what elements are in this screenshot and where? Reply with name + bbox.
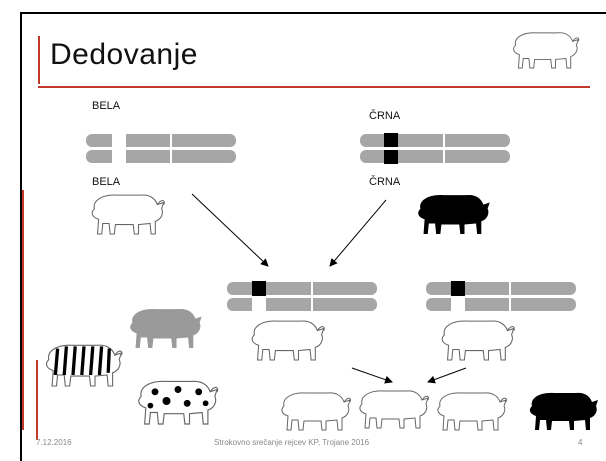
label-white-top: BELA <box>92 100 121 112</box>
arrow <box>191 193 269 267</box>
arrow <box>427 367 467 384</box>
arrow <box>329 199 387 267</box>
label-white-bottom: BELA <box>92 176 121 188</box>
pig-outline-icon <box>91 194 165 235</box>
left-accent-line-2 <box>36 360 38 440</box>
pig-outline-icon <box>281 392 352 431</box>
pig-gray-icon <box>130 308 202 348</box>
footer-page-number: 4 <box>578 438 583 447</box>
chromosome-pair-hybrid-left <box>227 281 377 313</box>
chromosome-pair-black <box>360 133 510 164</box>
footer-center: Strokovno srečanje rejcev KP, Trojane 20… <box>214 438 370 447</box>
pig-outline-icon <box>441 320 515 361</box>
pig-striped-icon <box>45 344 123 387</box>
title-underline <box>38 86 590 88</box>
chromosome-pair-white <box>86 132 236 165</box>
arrow <box>351 367 393 384</box>
title-accent-bar <box>38 36 40 84</box>
pig-spotted-icon <box>138 380 219 425</box>
pig-outline-icon <box>359 390 430 429</box>
label-black-bottom: ČRNA <box>369 176 401 188</box>
pig-black-icon <box>418 194 490 234</box>
pig-black-icon <box>529 392 598 430</box>
chromosome-pair-hybrid-right <box>426 281 576 313</box>
pig-outline-icon <box>251 320 325 361</box>
pig-outline-icon <box>513 32 580 69</box>
pig-outline-icon <box>437 392 508 431</box>
slide-frame <box>20 12 606 461</box>
slide-title: Dedovanje <box>50 38 198 71</box>
footer-date: 7.12.2016 <box>36 438 72 447</box>
label-black-top: ČRNA <box>369 110 401 122</box>
left-accent-line <box>22 190 24 430</box>
